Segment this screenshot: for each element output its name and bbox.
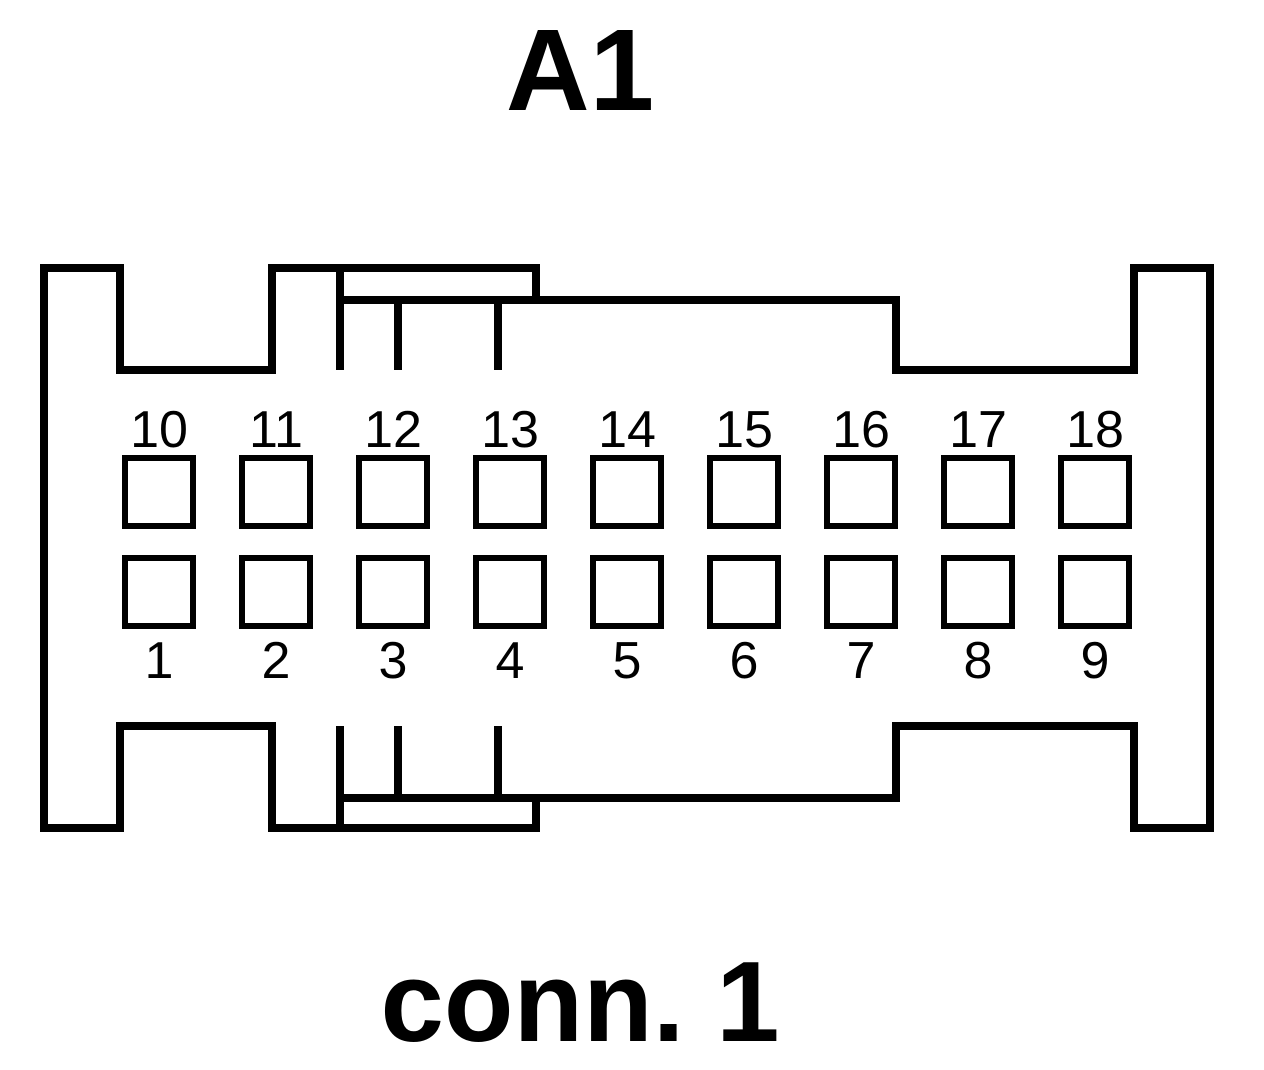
pin-cavity-1 xyxy=(122,555,196,629)
pin-number-5: 5 xyxy=(613,632,642,690)
pin-cavity-5 xyxy=(590,555,664,629)
pin-cavity-2 xyxy=(239,555,313,629)
pin-number-17: 17 xyxy=(949,401,1007,459)
pin-cavity-13 xyxy=(473,455,547,529)
pin-cavity-14 xyxy=(590,455,664,529)
pin-number-8: 8 xyxy=(964,632,993,690)
pin-number-2: 2 xyxy=(262,632,291,690)
pin-number-6: 6 xyxy=(730,632,759,690)
pin-cavity-15 xyxy=(707,455,781,529)
pin-cavity-9 xyxy=(1058,555,1132,629)
pin-number-4: 4 xyxy=(496,632,525,690)
pin-number-15: 15 xyxy=(715,401,773,459)
pin-number-14: 14 xyxy=(598,401,656,459)
pin-number-3: 3 xyxy=(379,632,408,690)
pin-cavity-10 xyxy=(122,455,196,529)
pin-number-11: 11 xyxy=(249,401,303,459)
pin-cavity-17 xyxy=(941,455,1015,529)
pin-cavity-7 xyxy=(824,555,898,629)
pin-number-12: 12 xyxy=(364,401,422,459)
pin-number-10: 10 xyxy=(130,401,188,459)
connector-name-label: conn. 1 xyxy=(380,939,780,1066)
pin-cavity-18 xyxy=(1058,455,1132,529)
pin-number-16: 16 xyxy=(832,401,890,459)
pin-number-7: 7 xyxy=(847,632,876,690)
pin-cavity-16 xyxy=(824,455,898,529)
pin-number-1: 1 xyxy=(145,632,174,690)
pin-cavity-6 xyxy=(707,555,781,629)
pin-number-13: 13 xyxy=(481,401,539,459)
pin-cavity-12 xyxy=(356,455,430,529)
pin-cavity-4 xyxy=(473,555,547,629)
pin-number-18: 18 xyxy=(1066,401,1124,459)
pin-number-9: 9 xyxy=(1081,632,1110,690)
connector-id-label: A1 xyxy=(505,5,655,135)
connector-housing-outline xyxy=(40,264,1214,832)
pin-cavity-8 xyxy=(941,555,1015,629)
pin-cavity-3 xyxy=(356,555,430,629)
pin-cavity-11 xyxy=(239,455,313,529)
